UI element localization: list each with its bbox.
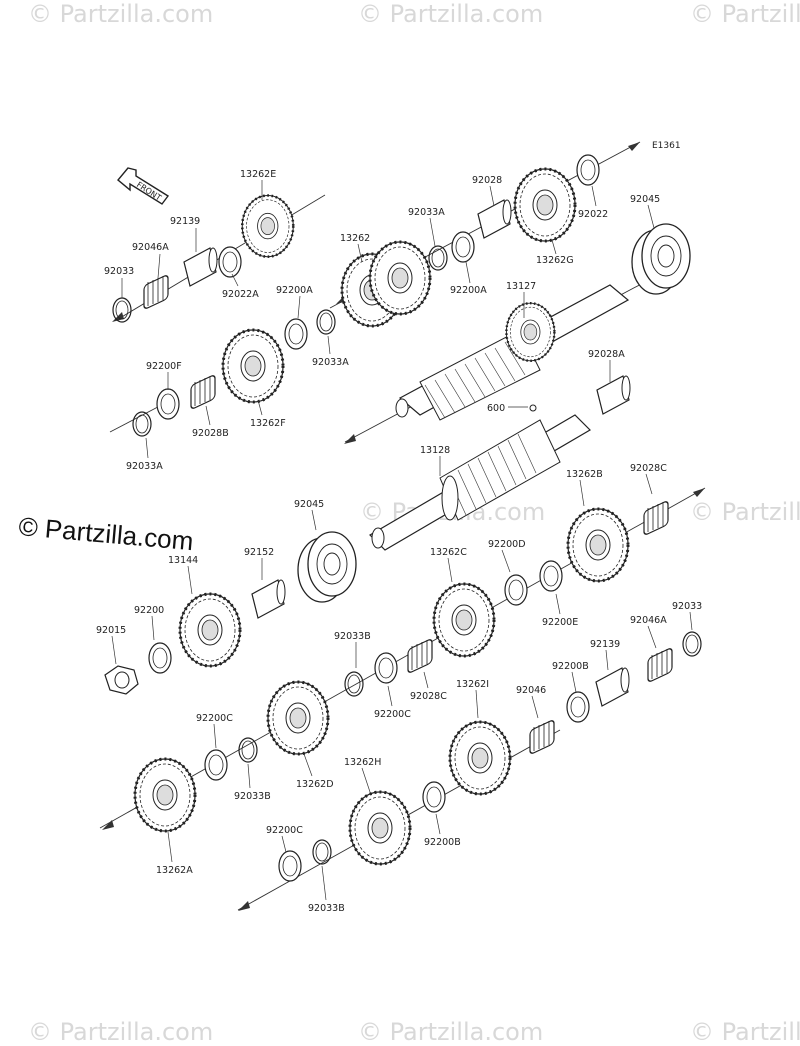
part-label: 92033A (312, 357, 349, 368)
part-label: 13262G (536, 255, 574, 266)
leader-lines (111, 180, 693, 901)
part-label: 92033 (104, 266, 134, 277)
part-label: 13262F (250, 418, 286, 429)
watermark-text: © Partzilla.com (28, 0, 213, 28)
part-label: 92022 (578, 209, 608, 220)
watermark-text: © Partzilla.com (358, 1018, 543, 1046)
part-label: 92028C (410, 691, 447, 702)
watermark-text: © Partzilla.com (358, 0, 543, 28)
part-label: 13262A (156, 865, 193, 876)
part-label: 92200A (276, 285, 313, 296)
part-label: 92028A (588, 349, 625, 360)
part-label: 600 (487, 403, 505, 414)
watermark-text: © Partzilla.com (690, 0, 800, 28)
part-label: 92200F (146, 361, 182, 372)
part-label: 92033A (408, 207, 445, 218)
watermark-text: © Partzilla.com (28, 1018, 213, 1046)
part-label: 92046 (516, 685, 546, 696)
part-label: 92033B (334, 631, 371, 642)
part-label: 13262C (430, 547, 467, 558)
part-label: 92028C (630, 463, 667, 474)
part-label: 13144 (168, 555, 198, 566)
part-label: 92033B (234, 791, 271, 802)
part-label: 92045 (294, 499, 324, 510)
part-label: 92045 (630, 194, 660, 205)
part-label: 92200C (266, 825, 303, 836)
part-label: 13262E (240, 169, 276, 180)
part-label: 92033A (126, 461, 163, 472)
part-label: 92200D (488, 539, 526, 550)
diagram-code: E1361 (652, 141, 681, 151)
part-label: 92139 (590, 639, 620, 650)
part-label: 92200B (552, 661, 589, 672)
part-label: 92152 (244, 547, 274, 558)
part-labels: 92033 92046A 92139 13262E 92022A 92033A … (96, 169, 702, 914)
part-label: 92033 (672, 601, 702, 612)
part-label: 13262I (456, 679, 489, 690)
part-label: 13262 (340, 233, 370, 244)
watermark-text: © Partzilla.com (690, 1018, 800, 1046)
part-label: 92200B (424, 837, 461, 848)
part-label: 13262B (566, 469, 603, 480)
part-label: 13128 (420, 445, 450, 456)
front-arrow-icon: FRONT (117, 167, 170, 205)
part-label: 13262D (296, 779, 334, 790)
part-label: 92046A (132, 242, 169, 253)
part-label: 92200C (374, 709, 411, 720)
part-shapes (104, 154, 702, 882)
part-label: 92200A (450, 285, 487, 296)
part-label: 92028 (472, 175, 502, 186)
part-label: 92200E (542, 617, 578, 628)
part-label: 92022A (222, 289, 259, 300)
part-label: 13127 (506, 281, 536, 292)
part-label: 92028B (192, 428, 229, 439)
part-label: 92200 (134, 605, 164, 616)
part-label: 13262H (344, 757, 381, 768)
watermarks: © Partzilla.com © Partzilla.com © Partzi… (28, 0, 800, 1046)
part-label: 92139 (170, 216, 200, 227)
part-label: 92046A (630, 615, 667, 626)
brand-text: © Partzilla.com (17, 511, 194, 556)
part-label: 92015 (96, 625, 126, 636)
part-label: 92033B (308, 903, 345, 914)
watermark-text: © Partzilla.com (690, 498, 800, 526)
part-label: 92200C (196, 713, 233, 724)
